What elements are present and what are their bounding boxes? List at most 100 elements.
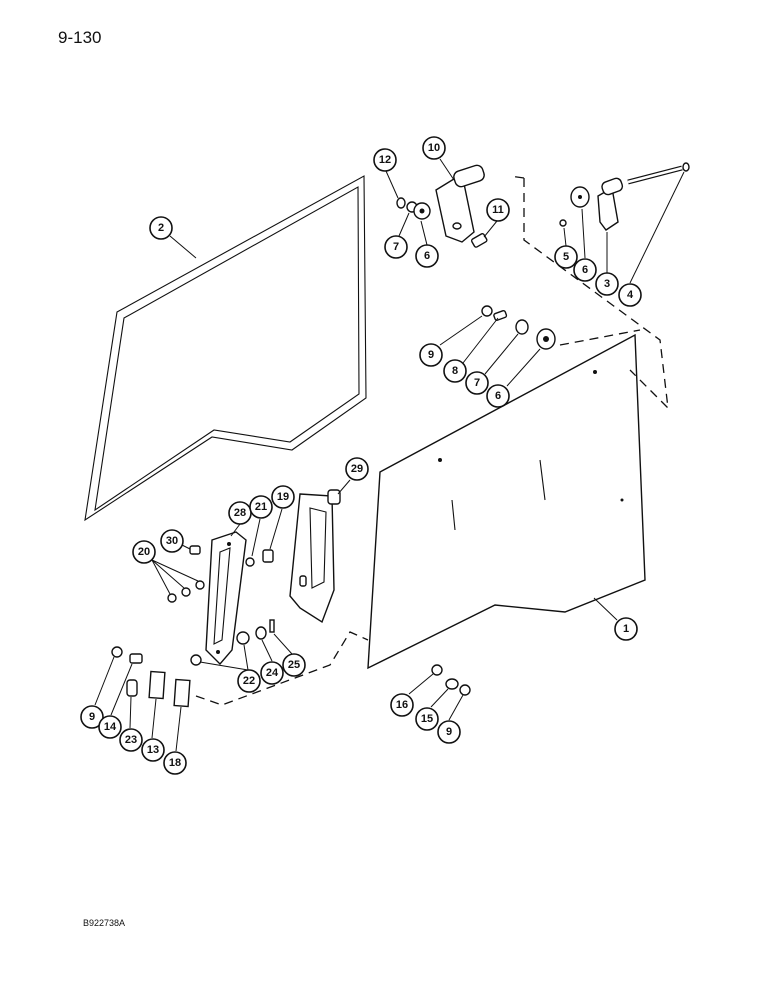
washer-22-b [236,631,250,645]
svg-text:19: 19 [277,491,289,503]
callout-11: 11 [486,198,510,222]
plate-13 [148,670,166,700]
latch-group-outline [195,631,369,706]
washer-22-a [190,654,202,666]
callout-30: 30 [160,529,184,553]
cap-nut-9-lower-left [111,646,123,658]
screw-8 [493,309,508,321]
svg-text:6: 6 [424,250,430,262]
nut-12 [396,197,406,209]
plate-18 [173,678,191,708]
svg-text:5: 5 [563,251,569,263]
figure-code: B922738A [83,918,126,928]
callout-25: 25 [282,653,306,677]
svg-text:12: 12 [379,154,391,166]
svg-text:10: 10 [428,142,440,154]
svg-text:4: 4 [627,289,634,301]
callout-5: 5 [554,245,578,269]
callout-2: 2 [149,216,173,240]
svg-text:14: 14 [104,721,117,733]
svg-text:1: 1 [623,623,629,635]
svg-text:21: 21 [255,501,267,513]
callout-16: 16 [390,693,414,717]
svg-text:29: 29 [351,463,363,475]
callout-9-lower-left: 9 [80,705,104,729]
svg-text:6: 6 [582,264,588,276]
washer-7-middle [515,319,529,335]
bolt-11 [470,233,488,248]
callout-7: 7 [384,235,408,259]
callout-6: 6 [415,244,439,268]
svg-text:3: 3 [604,278,610,290]
callout-28: 28 [228,501,252,525]
callout-7-middle: 7 [465,371,489,395]
callout-9-upper: 9 [419,343,443,367]
svg-text:24: 24 [266,667,279,679]
callout-21: 21 [249,495,273,519]
hinge-bracket-10 [435,164,485,243]
nut-24 [255,626,267,640]
page-number: 9-130 [58,28,102,47]
callout-19: 19 [271,485,295,509]
nut-20-b [181,587,191,597]
svg-text:22: 22 [243,675,255,687]
hinge-pin-4 [627,162,690,185]
callout-18: 18 [163,751,187,775]
callout-23: 23 [119,728,143,752]
nut-20-c [195,580,205,590]
svg-text:9: 9 [428,349,434,361]
callout-13: 13 [141,738,165,762]
screw-30 [189,545,201,555]
nut-20-a [167,593,177,603]
spacer-23 [126,679,138,697]
callout-14: 14 [98,715,122,739]
callout-10: 10 [422,136,446,160]
callout-12: 12 [373,148,397,172]
callout-1: 1 [614,617,638,641]
svg-text:9: 9 [89,711,95,723]
pin-25 [269,619,275,633]
callout-6-hinge: 6 [573,258,597,282]
door-glass-panel [367,333,646,670]
screw-14 [129,653,143,664]
hinge-group-outline [509,175,669,410]
cap-nut-9-upper [481,305,493,317]
cap-nut-16 [431,664,443,676]
latch-guide-28 [205,531,247,666]
bolt-19 [262,549,274,563]
callout-6-middle: 6 [486,384,510,408]
svg-text:9: 9 [446,726,452,738]
leader-lines [94,158,685,752]
svg-text:15: 15 [421,713,433,725]
nut-5 [559,219,567,227]
cap-nut-9-lower-right [459,684,471,696]
svg-text:16: 16 [396,699,408,711]
nut-15 [445,678,459,690]
callout-15: 15 [415,707,439,731]
svg-text:23: 23 [125,734,137,746]
svg-text:18: 18 [169,757,181,769]
svg-text:30: 30 [166,535,178,547]
callout-29: 29 [345,457,369,481]
svg-text:6: 6 [495,390,501,402]
washer-21 [245,557,255,567]
svg-text:25: 25 [288,659,300,671]
svg-text:28: 28 [234,507,246,519]
callout-8: 8 [443,359,467,383]
svg-text:2: 2 [158,222,164,234]
window-seal-frame [84,175,367,522]
svg-text:11: 11 [492,204,504,216]
callout-20: 20 [132,540,156,564]
callout-22: 22 [237,669,261,693]
svg-text:13: 13 [147,744,159,756]
svg-text:8: 8 [452,365,458,377]
callout-9-lower-right: 9 [437,720,461,744]
callout-4: 4 [618,283,642,307]
svg-text:7: 7 [393,241,399,253]
slide-latch-29 [289,489,341,624]
svg-text:20: 20 [138,546,150,558]
callout-24: 24 [260,661,284,685]
callout-3: 3 [595,272,619,296]
